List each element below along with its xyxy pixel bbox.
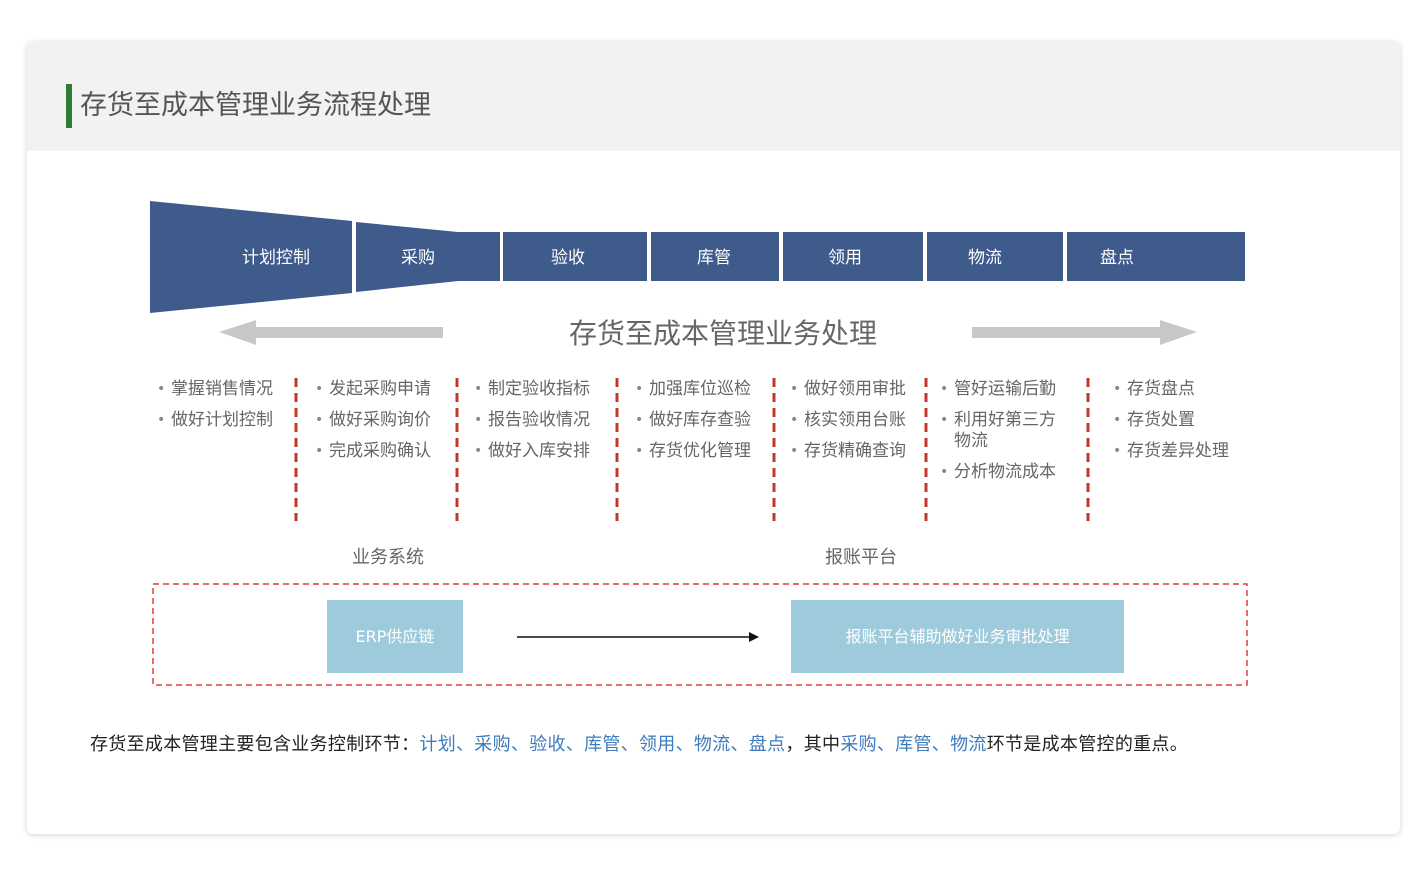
summary-text: 存货至成本管理主要包含业务控制环节：计划、采购、验收、库管、领用、物流、盘点，其… xyxy=(90,730,1188,756)
business-system-label: 业务系统 xyxy=(352,547,424,568)
list-item: 完成采购确认 xyxy=(315,441,431,462)
column-logistics: 管好运输后勤 利用好第三方物流 分析物流成本 xyxy=(940,379,1066,493)
column-warehouse: 加强库位巡检 做好库存查验 存货优化管理 xyxy=(635,379,751,472)
stage-label-logistics: 物流 xyxy=(968,248,1002,268)
card-header: 存货至成本管理业务流程处理 xyxy=(27,42,1400,151)
summary-stages: 计划、采购、验收、库管、领用、物流、盘点 xyxy=(419,734,786,755)
expense-platform-box: 报账平台辅助做好业务审批处理 xyxy=(791,600,1124,673)
list-item: 存货处置 xyxy=(1113,410,1229,431)
list-item: 做好领用审批 xyxy=(790,379,906,400)
list-item: 存货盘点 xyxy=(1113,379,1229,400)
list-item: 存货优化管理 xyxy=(635,441,751,462)
summary-middle: ，其中 xyxy=(785,734,841,755)
flow-title: 存货至成本管理业务处理 xyxy=(568,317,877,350)
column-requisition: 做好领用审批 核实领用台账 存货精确查询 xyxy=(790,379,906,472)
stage-label-purchase: 采购 xyxy=(401,248,435,268)
list-item: 做好采购询价 xyxy=(315,410,431,431)
list-item: 加强库位巡检 xyxy=(635,379,751,400)
header-accent-bar xyxy=(66,84,72,128)
list-item: 分析物流成本 xyxy=(940,462,1066,483)
column-stocktake: 存货盘点 存货处置 存货差异处理 xyxy=(1113,379,1229,472)
list-item: 存货精确查询 xyxy=(790,441,906,462)
stage-label-requisition: 领用 xyxy=(828,248,862,268)
list-item: 做好库存查验 xyxy=(635,410,751,431)
list-item: 做好计划控制 xyxy=(157,410,273,431)
content-card: 存货至成本管理业务流程处理 xyxy=(27,42,1400,834)
summary-prefix: 存货至成本管理主要包含业务控制环节： xyxy=(90,734,420,755)
erp-supply-chain-box: ERP供应链 xyxy=(327,600,463,673)
list-item: 核实领用台账 xyxy=(790,410,906,431)
stage-label-warehouse: 库管 xyxy=(697,248,731,268)
stage-label-inspection: 验收 xyxy=(551,248,585,268)
stage-label-stocktake: 盘点 xyxy=(1100,248,1134,268)
column-inspection: 制定验收指标 报告验收情况 做好入库安排 xyxy=(474,379,590,472)
list-item: 存货差异处理 xyxy=(1113,441,1229,462)
summary-suffix: 环节是成本管控的重点。 xyxy=(986,734,1189,755)
list-item: 掌握销售情况 xyxy=(157,379,273,400)
stage-label-plan: 计划控制 xyxy=(242,248,310,268)
summary-key-stages: 采购、库管、物流 xyxy=(840,734,987,755)
page-title: 存货至成本管理业务流程处理 xyxy=(80,90,431,121)
column-plan: 掌握销售情况 做好计划控制 xyxy=(157,379,273,441)
expense-platform-label: 报账平台 xyxy=(825,547,897,568)
column-purchase: 发起采购申请 做好采购询价 完成采购确认 xyxy=(315,379,431,472)
list-item: 制定验收指标 xyxy=(474,379,590,400)
list-item: 利用好第三方物流 xyxy=(940,410,1066,452)
list-item: 发起采购申请 xyxy=(315,379,431,400)
list-item: 做好入库安排 xyxy=(474,441,590,462)
list-item: 管好运输后勤 xyxy=(940,379,1066,400)
list-item: 报告验收情况 xyxy=(474,410,590,431)
